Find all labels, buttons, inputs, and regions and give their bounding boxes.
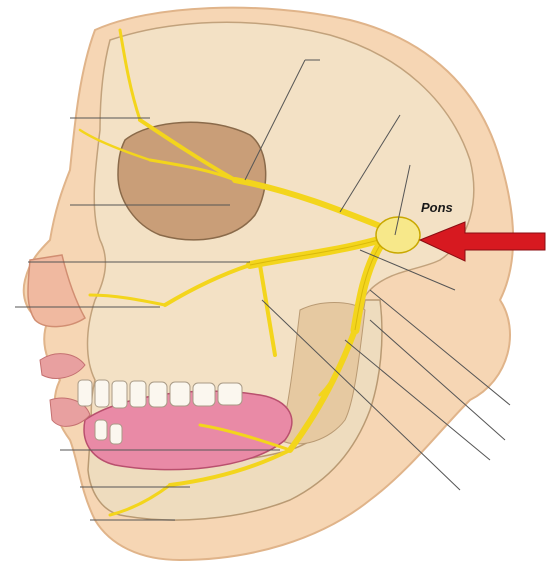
pons-label: Pons <box>421 200 453 215</box>
